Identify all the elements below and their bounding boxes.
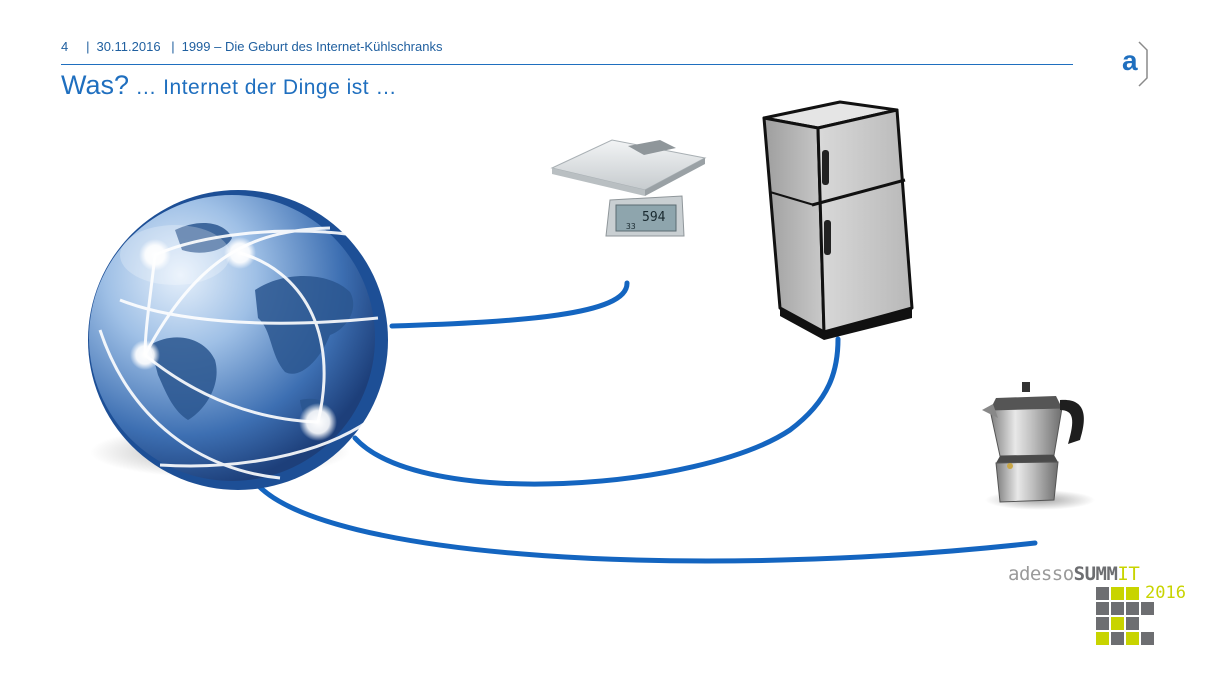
summit-word-summ: SUMM	[1073, 563, 1118, 585]
slide-title: Was? … Internet der Dinge ist …	[61, 70, 397, 101]
scale-display-sub: 33	[626, 222, 636, 231]
header-rule	[61, 64, 1073, 65]
slide-title-sub: … Internet der Dinge ist …	[129, 76, 397, 99]
summit-year: 2016	[1145, 583, 1186, 603]
adesso-logo: a	[1120, 40, 1160, 90]
header-separator: |	[171, 39, 175, 54]
cable-to-scale	[389, 280, 630, 329]
scale-display-main: 594	[642, 210, 666, 225]
scale-icon: 594 33	[550, 139, 707, 237]
coffee-pot-icon	[982, 382, 1095, 510]
summit-grid-icon	[1096, 587, 1154, 645]
header-separator: |	[78, 39, 90, 54]
summit-word-adesso: adesso	[1008, 563, 1074, 585]
slide-header: 4 | 30.11.2016 | 1999 – Die Geburt des Int…	[61, 39, 442, 54]
slide-title-main: Was?	[61, 70, 130, 100]
fridge-icon	[762, 100, 914, 340]
cable-to-coffee-pot	[252, 479, 1038, 564]
summit-word-it: IT	[1117, 563, 1140, 585]
logo-letter: a	[1122, 45, 1138, 76]
adesso-summit-logo: adessoSUMMIT 2016	[1008, 563, 1193, 653]
page-number: 4	[61, 39, 69, 54]
header-date: 30.11.2016	[96, 39, 161, 54]
globe-icon	[88, 190, 388, 490]
summit-wordmark: adessoSUMMIT	[1008, 563, 1140, 585]
network-cables	[252, 280, 1038, 564]
header-talk-title: 1999 – Die Geburt des Internet-Kühlschra…	[181, 39, 443, 54]
cable-to-fridge	[352, 336, 841, 487]
